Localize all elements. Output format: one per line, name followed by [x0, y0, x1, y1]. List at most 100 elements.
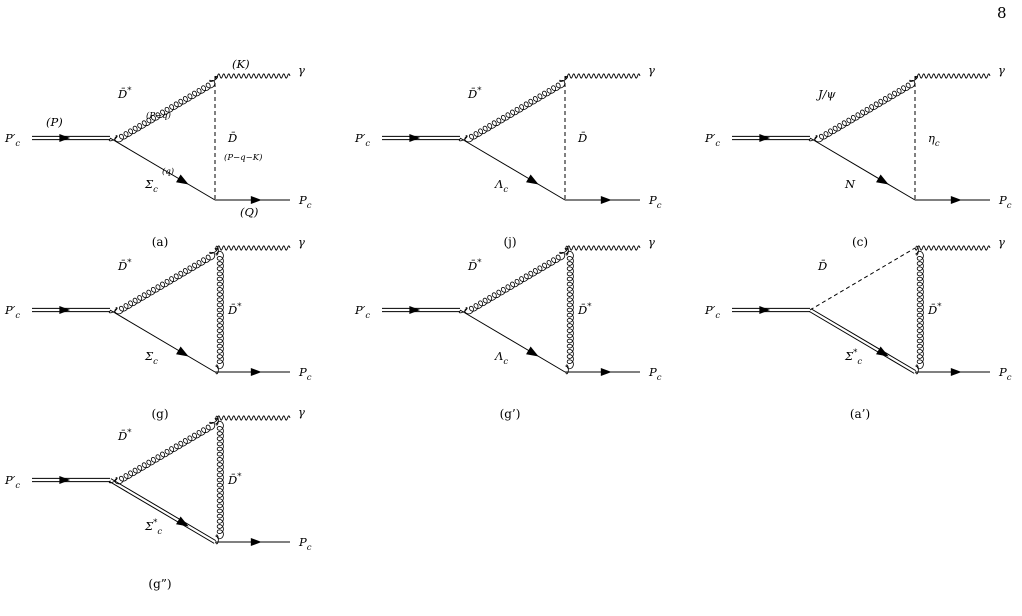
incoming-arrow — [59, 133, 71, 143]
caption: (g”) — [148, 577, 171, 591]
lower-label: Λc — [494, 349, 508, 367]
outgoing-arrow — [950, 195, 962, 205]
incoming-double-line — [732, 135, 810, 141]
upper-propagator — [458, 247, 569, 315]
caption: (j) — [503, 235, 516, 249]
outgoing-arrow — [600, 195, 612, 205]
incoming-label: P′c — [704, 131, 720, 149]
lower-propagator — [108, 478, 217, 544]
incoming-label: P′c — [4, 473, 20, 491]
outgoing-arrow — [250, 367, 262, 377]
upper-propagator — [108, 247, 219, 315]
vertical-label: D̄ — [577, 131, 587, 145]
outgoing-label: Pc — [648, 193, 662, 211]
lower-label: Σ*c — [144, 518, 162, 537]
incoming-arrow — [759, 133, 771, 143]
lower-arrow — [176, 516, 189, 527]
photon-line — [564, 73, 641, 79]
lower-propagator — [809, 137, 916, 201]
upper-propagator — [458, 75, 569, 143]
momentum-outgoing: (Q) — [240, 205, 258, 219]
photon-label: γ — [998, 63, 1005, 77]
outgoing-label: Pc — [998, 193, 1012, 211]
upper-propagator — [808, 75, 919, 143]
lower-propagator-line1 — [108, 480, 215, 544]
momentum-photon: (K) — [232, 57, 250, 71]
incoming-double-line — [32, 135, 110, 141]
upper-label: D̄* — [467, 86, 482, 101]
lower-propagator — [109, 137, 216, 201]
lower-label: Σc — [144, 349, 158, 367]
upper-propagator — [108, 75, 219, 143]
photon-label: γ — [298, 235, 305, 249]
incoming-arrow — [409, 133, 421, 143]
incoming-label: P′c — [704, 303, 720, 321]
photon-label: γ — [298, 63, 305, 77]
incoming-label: P′c — [4, 131, 20, 149]
lower-arrow — [176, 346, 189, 357]
incoming-double-line — [382, 307, 460, 313]
incoming-label: P′c — [354, 303, 370, 321]
lower-arrow — [526, 346, 539, 357]
photon-line — [564, 245, 641, 251]
vertical-label: D̄* — [927, 302, 942, 317]
incoming-arrow — [409, 305, 421, 315]
lower-label: Σc — [144, 177, 158, 195]
outgoing-label: Pc — [298, 193, 312, 211]
lower-propagator-line1 — [808, 310, 915, 374]
upper-label: D̄* — [117, 428, 132, 443]
outgoing-arrow — [250, 195, 262, 205]
upper-propagator — [809, 247, 916, 311]
upper-label: J/ψ — [816, 87, 836, 101]
vertical-label: D̄* — [227, 472, 242, 487]
vertical-propagator — [215, 415, 224, 545]
lower-label: Λc — [494, 177, 508, 195]
photon-line — [914, 73, 991, 79]
outgoing-arrow — [600, 367, 612, 377]
lower-propagator-line2 — [810, 308, 917, 372]
incoming-double-line — [382, 135, 460, 141]
outgoing-label: Pc — [998, 365, 1012, 383]
caption: (c) — [852, 235, 868, 249]
incoming-arrow — [759, 305, 771, 315]
outgoing-label: Pc — [298, 365, 312, 383]
vertical-propagator — [915, 245, 924, 375]
vertical-label: D̄* — [577, 302, 592, 317]
caption: (g) — [151, 407, 168, 421]
photon-label: γ — [648, 235, 655, 249]
lower-arrow — [526, 174, 539, 185]
lower-label: N — [844, 177, 856, 191]
lower-arrow — [176, 174, 189, 185]
lower-arrow — [876, 174, 889, 185]
incoming-label: P′c — [4, 303, 20, 321]
incoming-arrow — [59, 475, 71, 485]
page-number: 8 — [997, 4, 1007, 22]
lower-propagator — [459, 309, 566, 373]
outgoing-label: Pc — [298, 535, 312, 553]
photon-label: γ — [998, 235, 1005, 249]
momentum-vertical: (P−q−K) — [224, 152, 262, 163]
upper-propagator — [108, 417, 219, 485]
lower-label: Σ*c — [844, 348, 862, 367]
photon-label: γ — [648, 63, 655, 77]
lower-propagator-line2 — [110, 478, 217, 542]
lower-propagator — [459, 137, 566, 201]
outgoing-arrow — [250, 537, 262, 547]
lower-propagator — [109, 309, 216, 373]
photon-line — [214, 245, 291, 251]
caption: (a’) — [850, 407, 870, 421]
photon-line — [914, 245, 991, 251]
outgoing-arrow — [950, 367, 962, 377]
caption: (a) — [152, 235, 169, 249]
photon-label: γ — [298, 405, 305, 419]
upper-label: D̄* — [117, 258, 132, 273]
upper-label: D̄* — [467, 258, 482, 273]
incoming-double-line — [32, 307, 110, 313]
diagram-6: P′cPc γD̄ Σ*c D̄* (a’) — [704, 235, 1012, 421]
upper-label: D̄ — [817, 259, 827, 273]
